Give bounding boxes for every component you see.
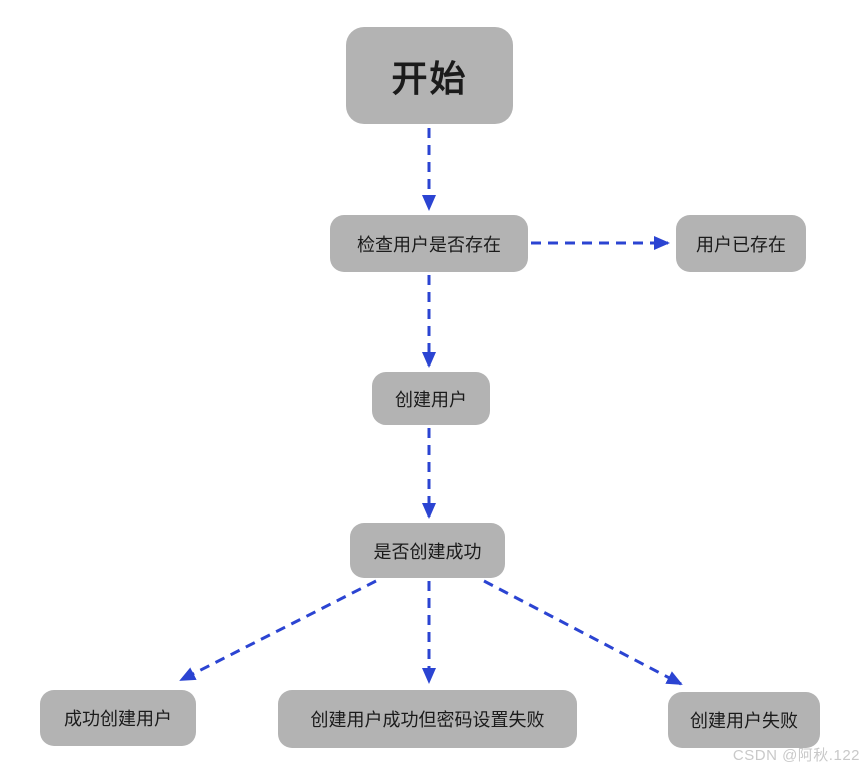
node-create-user: 创建用户 bbox=[372, 372, 490, 425]
node-start-label: 开始 bbox=[391, 57, 468, 99]
node-check-user-exists-label: 检查用户是否存在 bbox=[357, 234, 501, 255]
node-is-create-success-label: 是否创建成功 bbox=[373, 541, 482, 562]
node-create-user-fail-label: 创建用户失败 bbox=[690, 711, 798, 731]
node-create-ok-password-fail: 创建用户成功但密码设置失败 bbox=[278, 690, 577, 748]
node-start: 开始 bbox=[346, 27, 513, 124]
node-create-user-label: 创建用户 bbox=[395, 389, 467, 410]
csdn-watermark: CSDN @阿秋.122 bbox=[732, 747, 860, 764]
edge-is-success-to-fail bbox=[483, 579, 683, 686]
node-create-user-success: 成功创建用户 bbox=[40, 690, 196, 746]
edge-is-success-to-success bbox=[179, 579, 377, 682]
node-create-ok-password-fail-label: 创建用户成功但密码设置失败 bbox=[310, 710, 545, 730]
node-user-already-exists-label: 用户已存在 bbox=[696, 234, 786, 255]
node-create-user-fail: 创建用户失败 bbox=[668, 692, 820, 748]
node-check-user-exists: 检查用户是否存在 bbox=[330, 215, 528, 272]
node-is-create-success: 是否创建成功 bbox=[350, 523, 505, 578]
node-create-user-success-label: 成功创建用户 bbox=[64, 709, 172, 729]
node-user-already-exists: 用户已存在 bbox=[676, 215, 806, 272]
